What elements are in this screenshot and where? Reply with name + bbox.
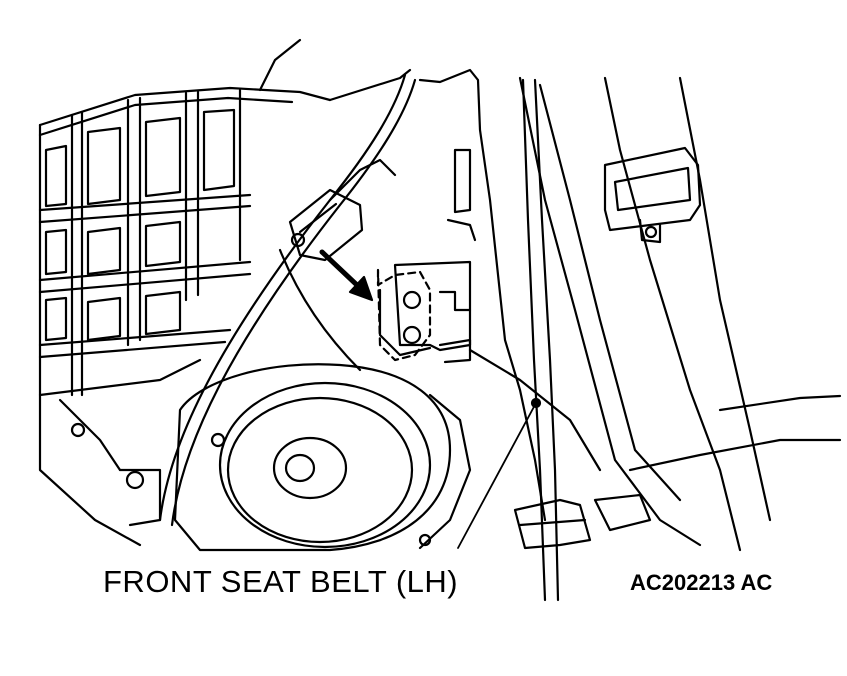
seat-belt-webbing (513, 78, 592, 602)
belt-guide (593, 146, 702, 532)
center-pillar (418, 68, 842, 552)
figure-id-label: AC202213 AC (630, 570, 773, 595)
door-trim-grid (38, 86, 332, 547)
wire-harness (158, 38, 417, 527)
harness-connector (288, 188, 364, 262)
indicator-arrow (319, 249, 374, 302)
leader-line (457, 397, 542, 549)
speaker (173, 363, 472, 552)
anchor-bracket (376, 260, 472, 364)
caption-label: FRONT SEAT BELT (LH) (103, 564, 459, 599)
